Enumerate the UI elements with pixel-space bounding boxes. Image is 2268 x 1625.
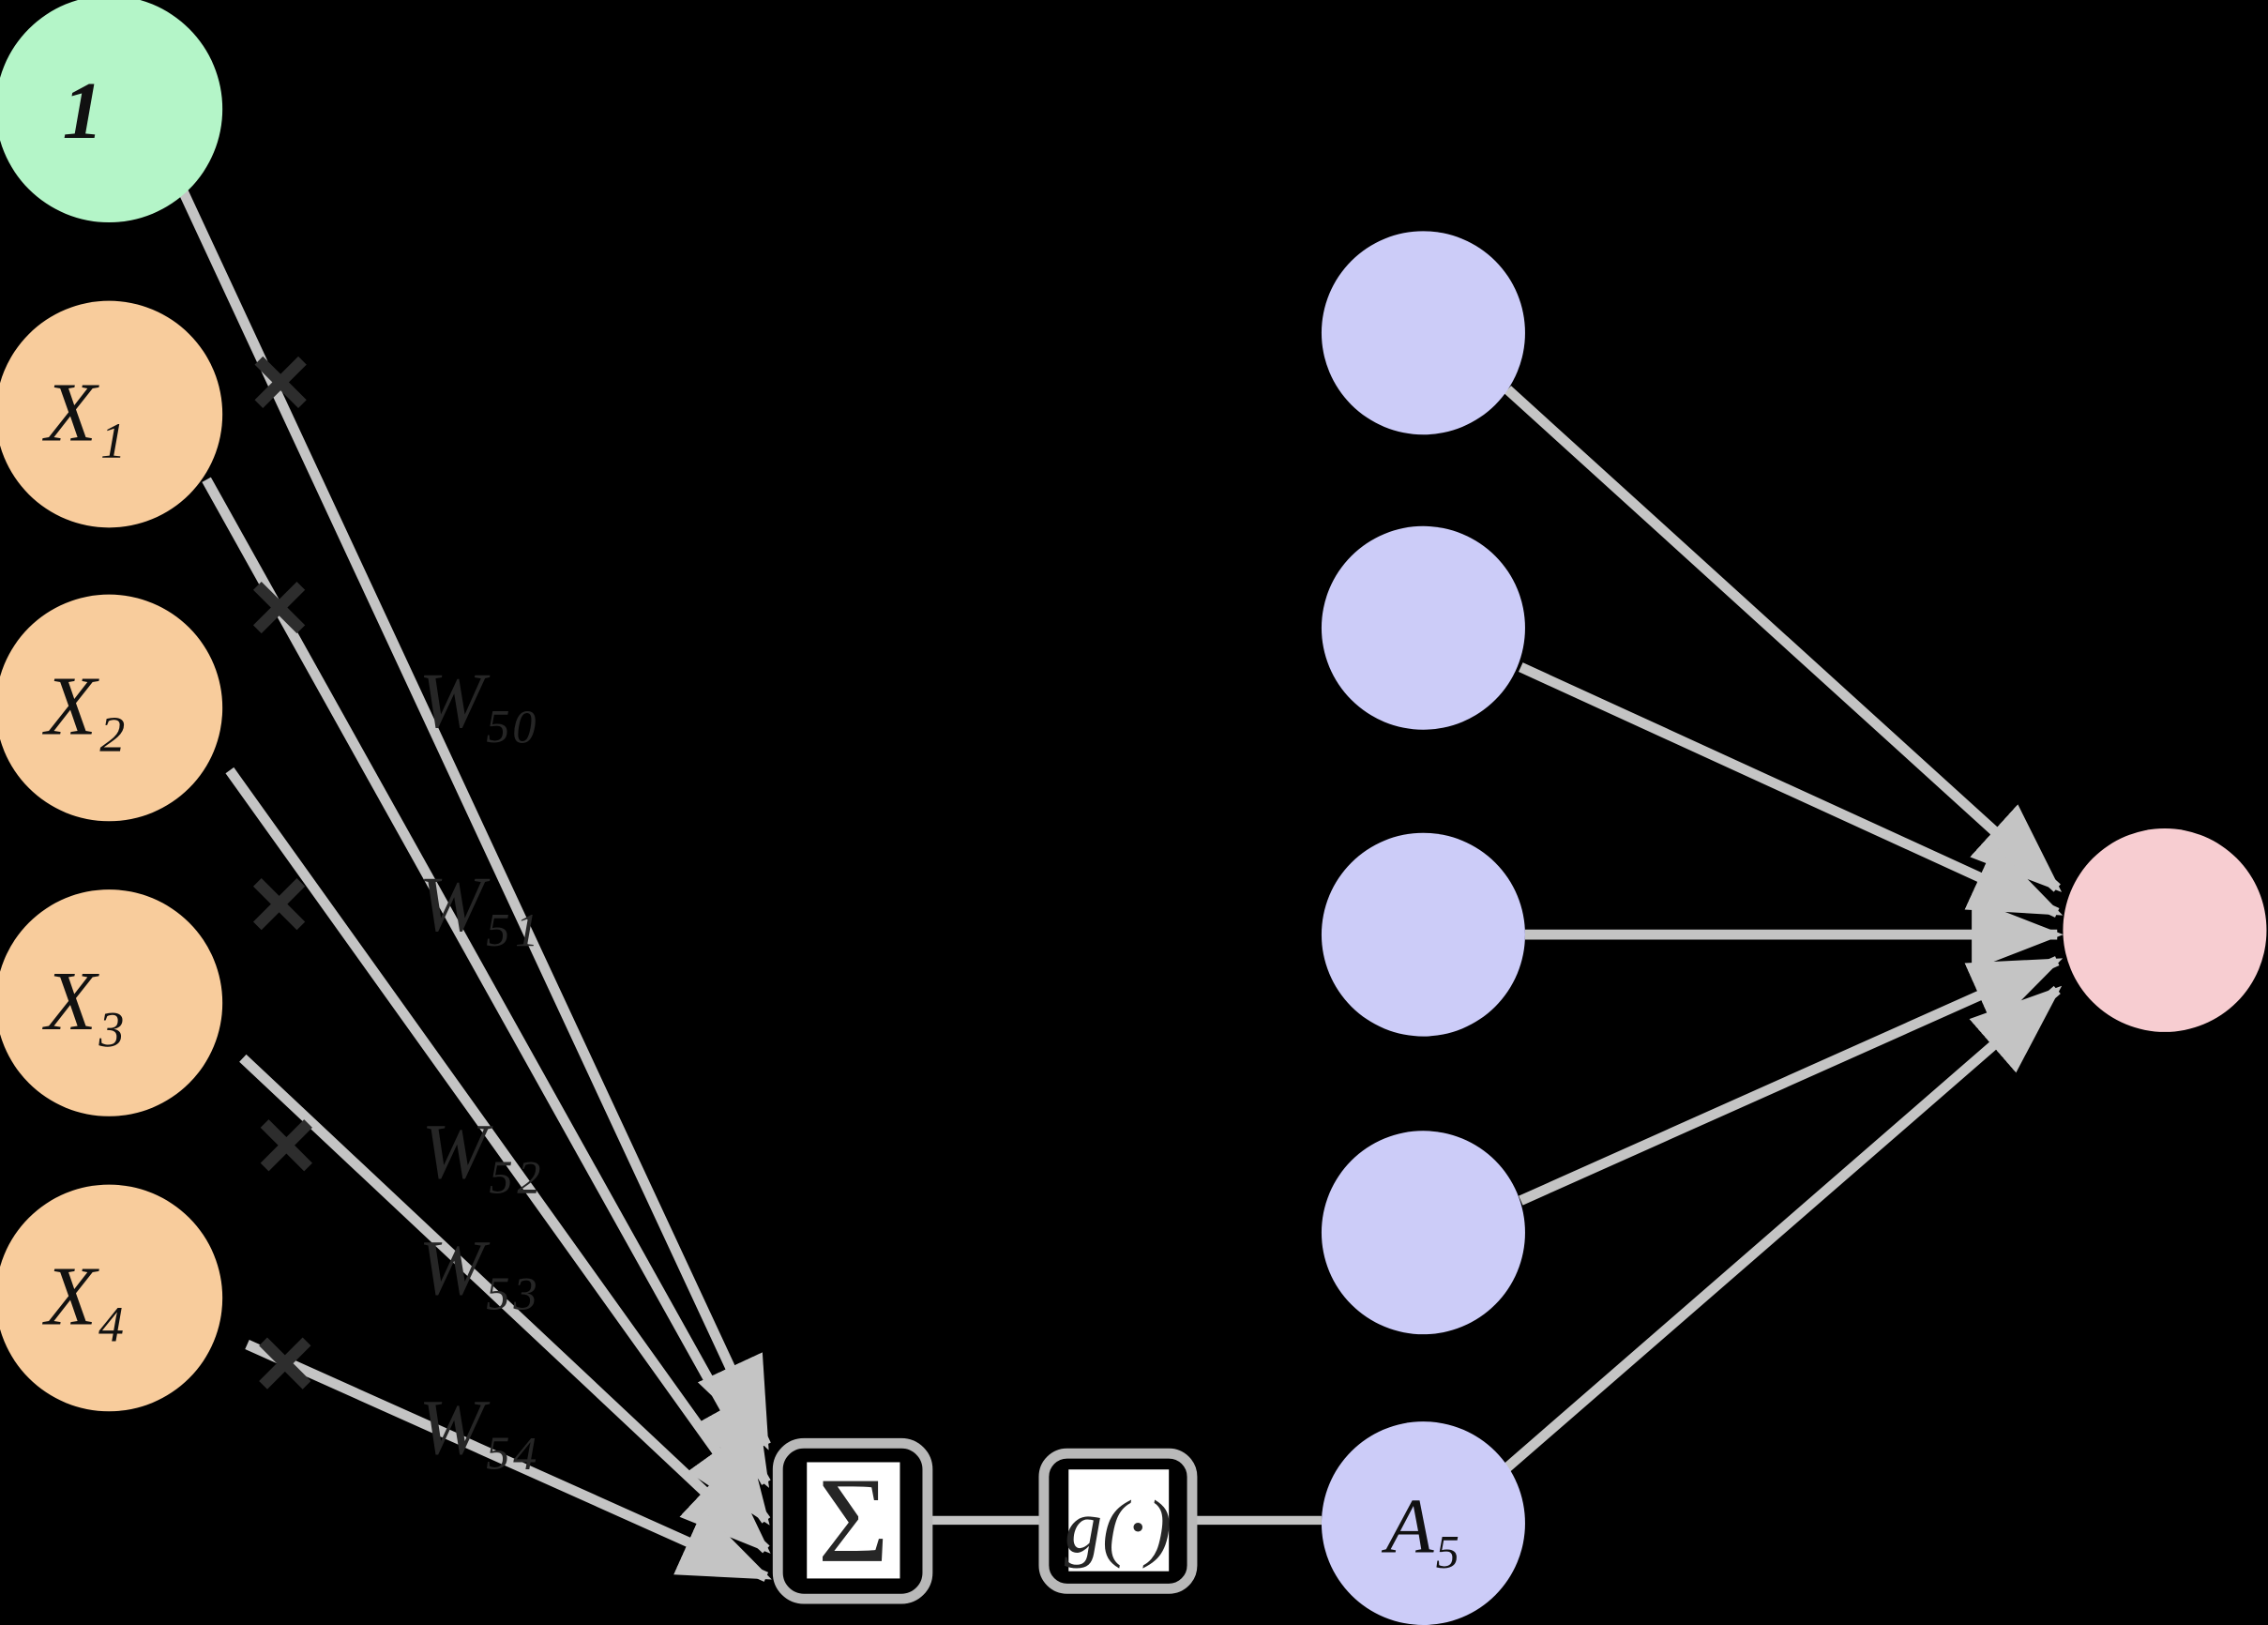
node-a5-label: A₅ xyxy=(1381,1483,1460,1571)
node-bias[interactable]: 1 xyxy=(0,0,223,222)
node-a4[interactable] xyxy=(1321,1131,1525,1335)
edge-x4-to-sum xyxy=(245,1340,772,1582)
node-x1-label: X₁ xyxy=(42,366,126,459)
activation-box[interactable]: g(·) xyxy=(1038,1448,1198,1594)
node-output-circle[interactable] xyxy=(2063,828,2267,1032)
weight-label-w53: W₅₃ xyxy=(418,1224,538,1312)
node-a4-circle[interactable] xyxy=(1321,1131,1525,1335)
multiply-marker-icon xyxy=(252,581,306,634)
node-x2-circle[interactable] xyxy=(0,594,223,822)
node-x4-label: X₄ xyxy=(42,1250,126,1343)
weight-label-w54: W₅₄ xyxy=(418,1384,538,1471)
node-x2-label: X₂ xyxy=(42,660,126,752)
node-x3-label: X₃ xyxy=(42,955,126,1048)
node-bias-label: 1 xyxy=(63,66,103,156)
edge-x1-to-sum xyxy=(202,477,771,1488)
edge-a4-to-output xyxy=(1519,956,2064,1206)
node-x4[interactable]: X₄ xyxy=(0,1184,223,1412)
hidden-layer: A₅ xyxy=(1321,231,1525,1625)
output-layer xyxy=(2063,828,2267,1032)
node-x1-circle[interactable] xyxy=(0,300,223,528)
activation-glyph: g(·) xyxy=(1065,1486,1172,1570)
node-bias-circle[interactable] xyxy=(0,0,223,222)
multiply-marker-icon xyxy=(259,1337,311,1390)
edge-a1-to-output xyxy=(1504,386,2063,892)
weight-labels: W₅₀ W₅₁ W₅₂ W₅₃ W₅₄ xyxy=(418,658,541,1472)
node-a5[interactable]: A₅ xyxy=(1321,1421,1525,1625)
multiply-marker-icon xyxy=(254,356,307,409)
node-x3[interactable]: X₃ xyxy=(0,889,223,1116)
node-a1-circle[interactable] xyxy=(1321,231,1525,435)
node-a2[interactable] xyxy=(1321,525,1525,730)
weight-label-w52: W₅₂ xyxy=(422,1108,542,1195)
weight-label-w51: W₅₁ xyxy=(418,861,538,949)
summation-box-inner xyxy=(807,1462,900,1579)
edge-a2-to-output xyxy=(1519,662,2064,918)
edge-x3-to-sum xyxy=(239,1054,771,1554)
node-x4-circle[interactable] xyxy=(0,1184,223,1412)
input-layer: 1 X₁ X₂ X₃ X₄ xyxy=(0,0,223,1412)
node-x3-circle[interactable] xyxy=(0,889,223,1116)
node-a5-circle[interactable] xyxy=(1321,1421,1525,1625)
node-a2-circle[interactable] xyxy=(1321,525,1525,730)
multiply-markers xyxy=(252,356,312,1390)
sigma-icon: Σ xyxy=(818,1453,889,1588)
node-x2[interactable]: X₂ xyxy=(0,594,223,822)
node-a3[interactable] xyxy=(1321,832,1525,1037)
node-x1[interactable]: X₁ xyxy=(0,300,223,528)
node-a3-circle[interactable] xyxy=(1321,832,1525,1037)
hidden-to-output-edges xyxy=(1500,386,2064,1475)
summation-box[interactable]: Σ xyxy=(772,1437,933,1604)
node-output[interactable] xyxy=(2063,828,2267,1032)
multiply-marker-icon xyxy=(252,877,306,931)
weight-label-w50: W₅₀ xyxy=(418,658,538,745)
node-a1[interactable] xyxy=(1321,231,1525,435)
activation-box-inner xyxy=(1068,1469,1170,1572)
input-to-sum-edges xyxy=(171,174,772,1582)
multiply-marker-icon xyxy=(260,1119,312,1172)
edge-x2-to-sum xyxy=(225,767,771,1526)
edge-a5-to-output xyxy=(1500,985,2063,1475)
